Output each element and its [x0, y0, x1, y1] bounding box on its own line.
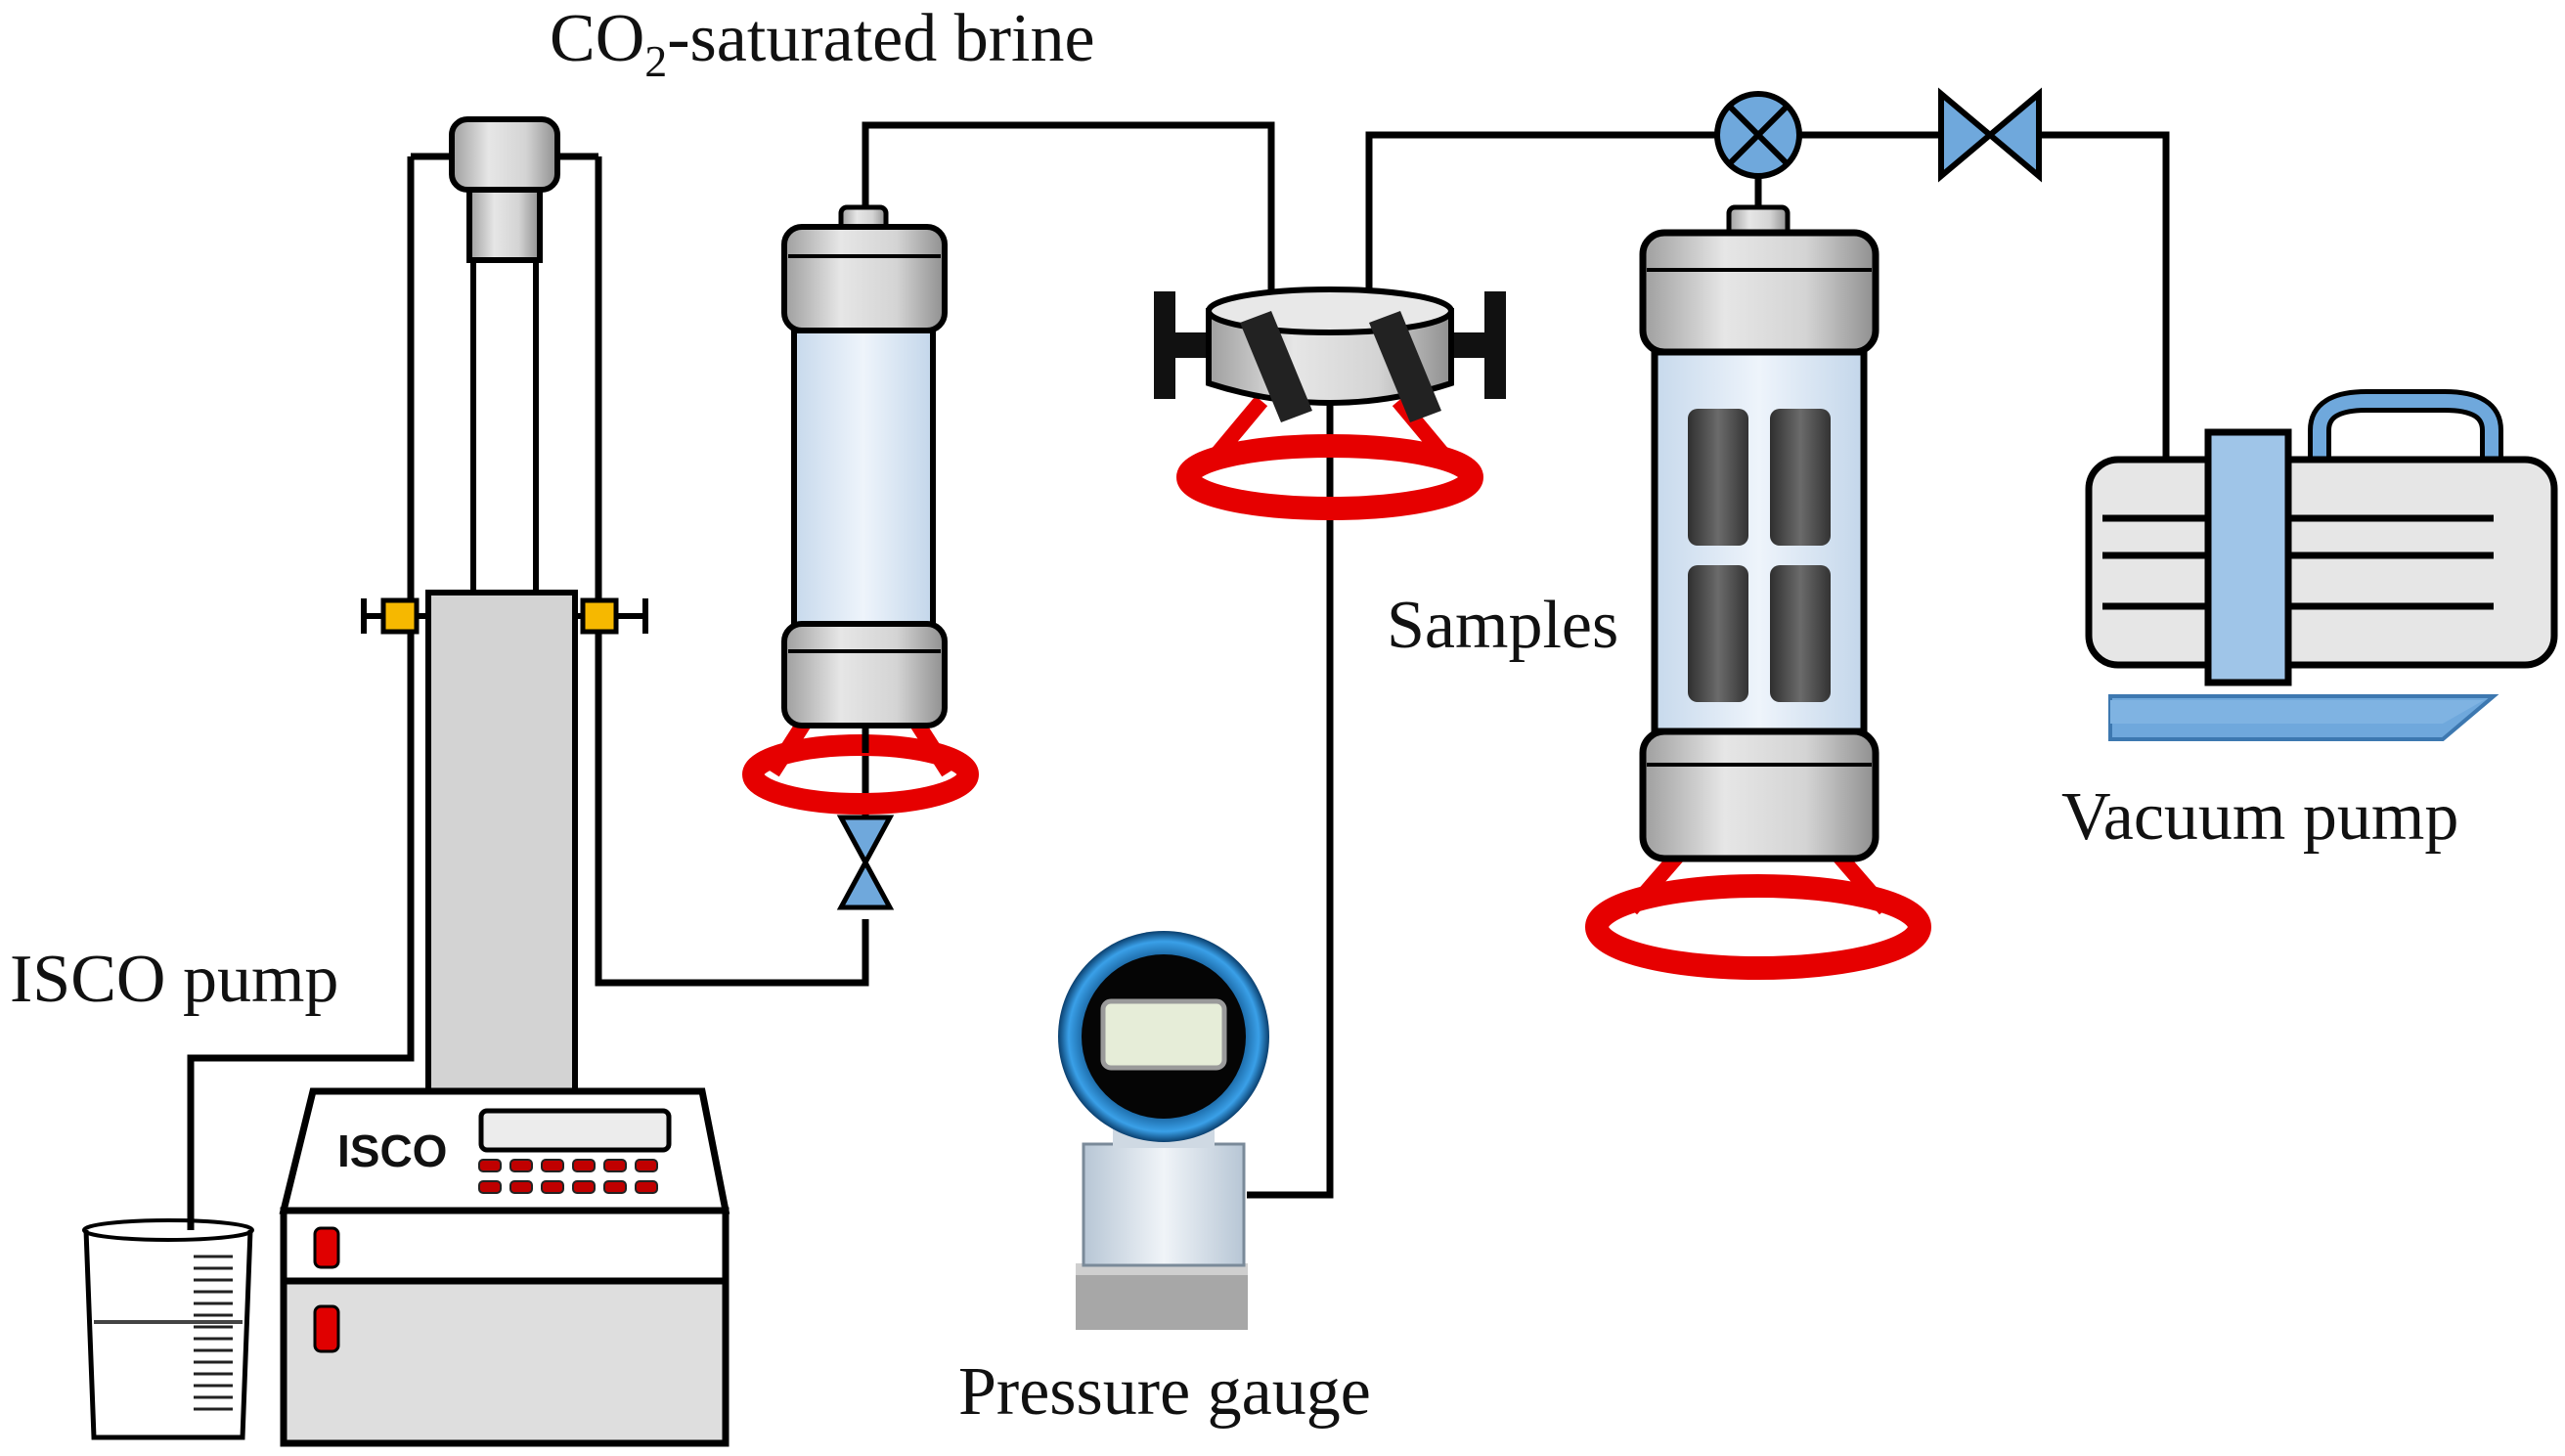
isco-keypad — [478, 1159, 658, 1194]
sample-vessel-body — [1651, 348, 1868, 735]
isco-column — [425, 590, 578, 1094]
gauge-display — [1100, 998, 1227, 1071]
brine-vessel — [742, 204, 979, 815]
isco-piston-rod — [470, 257, 539, 596]
vacuum-pump — [2085, 389, 2558, 741]
brine-gate-valve — [836, 815, 895, 910]
vacuum-gate-valve — [1938, 87, 2042, 183]
sample-vessel-top-cap — [1639, 229, 1880, 356]
beaker — [82, 1218, 254, 1440]
sample-vessel — [1585, 204, 1931, 980]
rock-samples — [1688, 409, 1831, 702]
rock-sample — [1770, 565, 1831, 702]
brine-vessel-bottom-cap — [781, 621, 948, 728]
label-co2-saturated-brine: CO2-saturated brine — [550, 1, 1095, 86]
rock-sample — [1688, 409, 1748, 546]
label-pressure-gauge: Pressure gauge — [958, 1354, 1371, 1430]
vacuum-pump-body — [2085, 456, 2558, 669]
isco-indicator-2 — [313, 1304, 340, 1353]
isco-clamp — [361, 597, 648, 635]
isco-indicator-1 — [313, 1226, 340, 1269]
tubing — [187, 121, 2170, 1389]
six-way-connector — [1154, 287, 1506, 520]
pressure-gauge — [1058, 931, 1269, 1330]
isco-panel-text: ISCO — [337, 1125, 447, 1176]
label-samples: Samples — [1387, 588, 1618, 663]
gauge-body — [1082, 1142, 1246, 1267]
label-vacuum-pump: Vacuum pump — [2061, 779, 2458, 855]
rock-sample — [1688, 565, 1748, 702]
brine-vessel-top-cap — [781, 224, 948, 333]
label-isco-pump: ISCO pump — [10, 942, 338, 1017]
isco-pump: ISCO — [279, 116, 730, 1447]
sample-vessel-stand — [1585, 845, 1931, 980]
isco-top-cap — [449, 116, 560, 193]
needle-valve — [1714, 91, 1802, 179]
sample-vessel-bottom-cap — [1639, 728, 1880, 862]
isco-base-top-band — [280, 1207, 730, 1285]
vacuum-pump-band — [2204, 428, 2292, 686]
rock-sample — [1770, 409, 1831, 546]
brine-vessel-stand — [742, 719, 979, 815]
beaker-coil — [194, 1255, 233, 1411]
isco-cap-neck — [466, 187, 543, 263]
brine-vessel-body — [791, 328, 936, 629]
isco-display — [478, 1108, 672, 1153]
